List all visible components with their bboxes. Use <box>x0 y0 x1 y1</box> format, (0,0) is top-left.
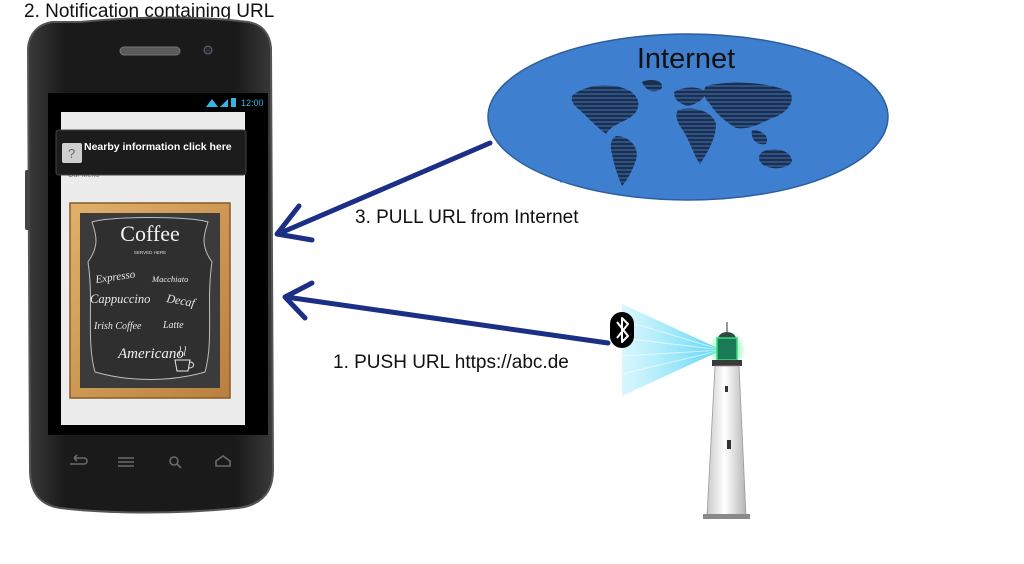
board-title: Coffee <box>120 221 179 246</box>
pull-arrow <box>274 140 493 243</box>
side-button <box>25 170 30 230</box>
menu-item-decaf: Decaf <box>164 291 197 310</box>
board-subtitle: SERVED HERE <box>134 250 166 255</box>
step1-label: 1. PUSH URL https://abc.de <box>333 352 569 373</box>
notification[interactable]: ? Nearby information click here <box>55 129 247 176</box>
bluetooth-icon <box>610 312 634 348</box>
lamp-room <box>716 337 738 361</box>
notification-text[interactable]: Nearby information click here <box>84 141 232 153</box>
back-icon[interactable] <box>70 454 88 465</box>
menu-item-americano: Americano <box>117 346 184 362</box>
internet-label: Internet <box>637 43 735 75</box>
battery-icon <box>231 98 236 107</box>
status-time: 12:00 <box>241 98 264 108</box>
menu-item-expresso: Expresso <box>94 268 137 286</box>
front-camera <box>203 45 213 55</box>
menu-item-macchiato: Macchiato <box>151 274 188 284</box>
step3-label: 3. PULL URL from Internet <box>355 207 579 228</box>
wifi-icon <box>206 99 218 107</box>
map-hatching <box>560 85 800 183</box>
coffee-cup-icon <box>174 345 195 372</box>
menu-item-latte: Latte <box>162 320 184 331</box>
internet-cloud: Internet <box>487 33 889 201</box>
board-sack-outline <box>87 217 213 380</box>
beacon <box>610 304 750 519</box>
menu-item-irish-coffee: Irish Coffee <box>93 321 142 332</box>
status-bar: 12:00 <box>206 98 264 108</box>
smartphone: 12:00 Our Menu ? Nearby information clic… <box>25 16 275 514</box>
step2-label: 2. Notification containing URL <box>24 1 274 22</box>
menu-board: Coffee SERVED HERE Expresso Macchiato Ca… <box>69 202 231 399</box>
beam-rays <box>621 319 723 375</box>
help-icon: ? <box>68 146 75 161</box>
home-icon[interactable] <box>215 455 231 467</box>
lighthouse-icon <box>703 322 750 519</box>
notification-banner[interactable] <box>55 129 247 176</box>
signal-icon <box>220 99 228 107</box>
menu-icon[interactable] <box>118 457 134 467</box>
search-icon[interactable] <box>169 456 182 469</box>
push-arrow <box>282 280 611 346</box>
menu-item-cappuccino: Cappuccino <box>90 292 150 306</box>
notification-app-icon <box>62 143 82 163</box>
earpiece-speaker <box>119 46 181 56</box>
nav-buttons <box>70 454 231 469</box>
light-beam <box>622 304 722 396</box>
